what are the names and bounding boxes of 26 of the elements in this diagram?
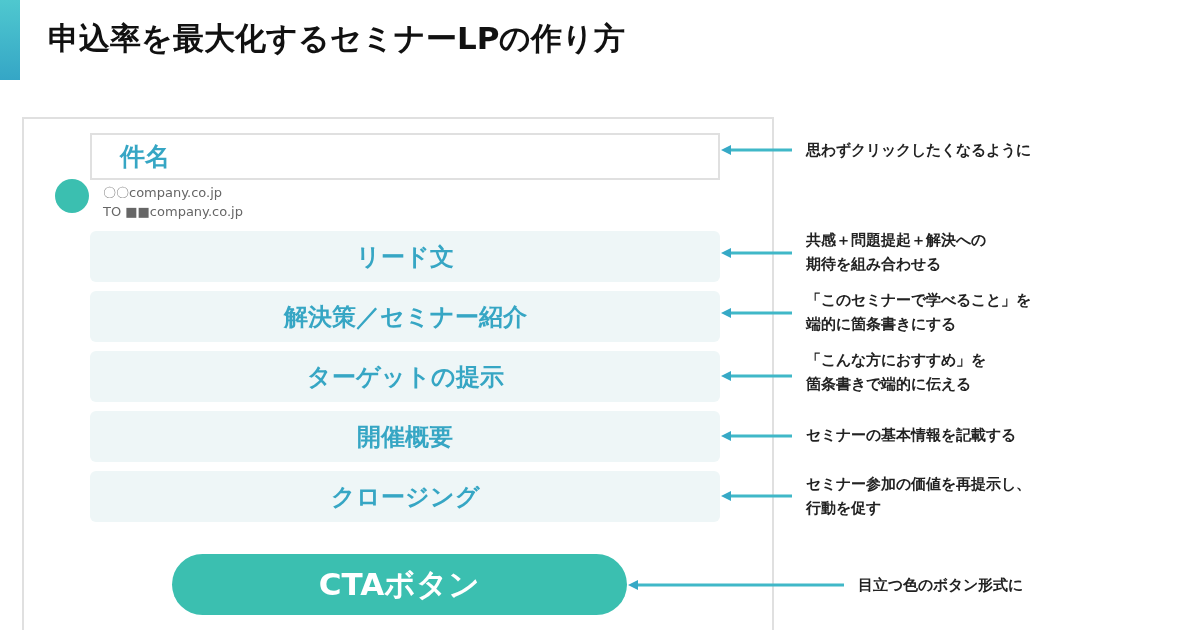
email-mockup-frame	[22, 117, 774, 630]
email-address: 〇〇company.co.jp	[103, 184, 223, 201]
arrow	[628, 580, 844, 590]
section-box: ターゲットの提示	[90, 351, 720, 402]
arrow	[721, 248, 792, 258]
section-box: クロージング	[90, 471, 720, 522]
annotation-text: セミナーの基本情報を記載する	[792, 421, 1092, 449]
cta-button: CTAボタン	[172, 554, 627, 615]
annotation-text: セミナー参加の価値を再提示し、行動を促す	[792, 470, 1040, 522]
annotation-text: 「こんな方におすすめ」を箇条書きで端的に伝える	[792, 346, 996, 398]
annotation-text: 思わずクリックしたくなるように	[792, 136, 1092, 164]
annotation-text: 目立つ色のボタン形式に	[844, 571, 1104, 599]
avatar-icon	[55, 179, 89, 213]
email-address: TO ■■company.co.jp	[103, 203, 243, 220]
annotation-text: 共感＋問題提起＋解決への期待を組み合わせる	[792, 226, 998, 278]
arrow	[721, 308, 792, 318]
section-box: 解決策／セミナー紹介	[90, 291, 720, 342]
subject-box: 件名	[90, 133, 720, 180]
title: 申込率を最大化するセミナーLPの作り方	[48, 19, 626, 58]
arrow	[721, 431, 792, 441]
section-box: リード文	[90, 231, 720, 282]
section-box: 開催概要	[90, 411, 720, 462]
annotation-text: 「このセミナーで学べること」を端的に箇条書きにする	[792, 286, 1042, 338]
arrow	[721, 491, 792, 501]
arrow	[721, 145, 792, 155]
arrow	[721, 371, 792, 381]
